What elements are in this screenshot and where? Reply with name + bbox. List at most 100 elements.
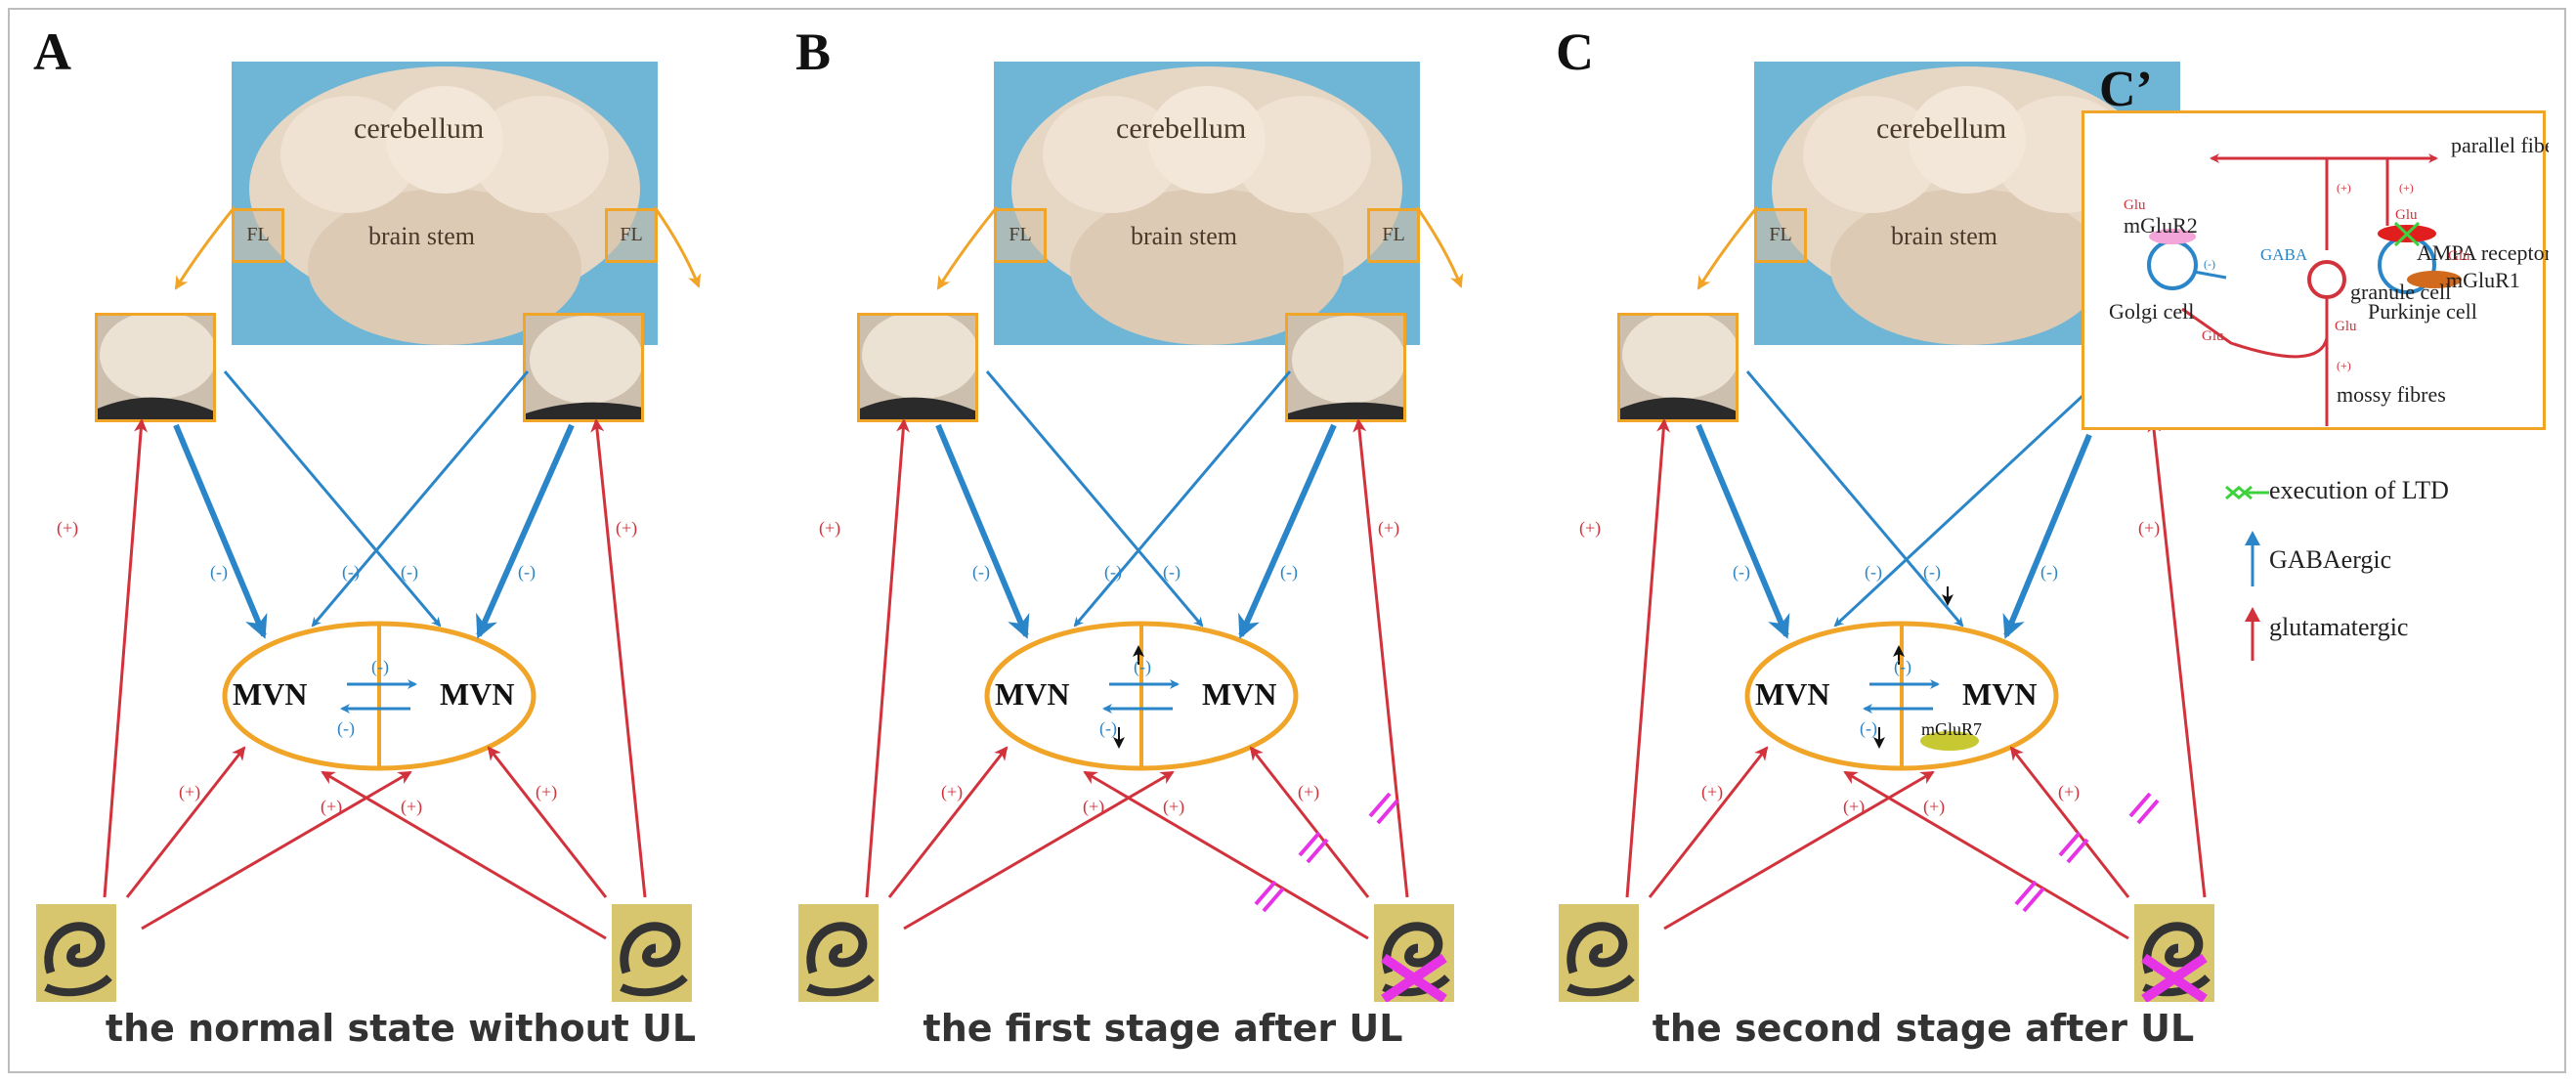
granule-cell-label: granule cell <box>2350 280 2451 304</box>
plus-label: (+) <box>616 518 638 538</box>
mglur7-receptor-icon <box>1920 731 1979 751</box>
ampa-receptor-label: AMPA receptor <box>2417 240 2549 265</box>
glu-label-golgi: Glu <box>2124 197 2146 213</box>
flocculus-left-photo <box>1617 313 1739 422</box>
floccular-arrow-cross-left <box>311 370 530 628</box>
glu-label-mglur1: Glu <box>2448 248 2470 264</box>
floccular-arrow-left-ipsi <box>173 423 268 639</box>
lesion-mark <box>1262 887 1285 913</box>
brain-stem-label: brain stem <box>1891 222 1998 250</box>
gabaergic-arrow-icon <box>2245 531 2260 586</box>
lesion-mark <box>1376 799 1399 825</box>
minus-label: (-) <box>1280 562 1298 582</box>
mvn-right-label: MVN <box>1202 676 1277 712</box>
flocculus-right-box: FL <box>1367 208 1420 263</box>
vestibular-to-flocculus-left <box>865 418 911 898</box>
plus-label: (+) <box>536 782 558 801</box>
minus-label: (-) <box>1163 562 1181 582</box>
plus-label: (+) <box>2058 782 2081 801</box>
mvn-ellipse <box>222 621 537 771</box>
projection-arrow-left <box>1696 206 1759 290</box>
lesion-mark <box>2136 799 2160 825</box>
projection-arrow-left <box>174 206 236 290</box>
vestibular-to-flocculus-right <box>590 418 647 898</box>
panel-b: B cerebellum brain stem FL FL the first … <box>762 0 1524 1083</box>
minus-label: (-) <box>518 562 536 582</box>
lesion-cross-icon <box>1381 953 1447 1002</box>
floccular-arrow-cross-right <box>223 370 442 628</box>
mvn-left-label: MVN <box>995 676 1070 712</box>
mvn-right-label: MVN <box>1962 676 2038 712</box>
plus-label: (+) <box>1163 797 1185 816</box>
plus-label: (+) <box>401 797 423 816</box>
flocculus-left-photo <box>95 313 216 422</box>
vestibular-to-mvn-right-ipsi <box>1249 746 1370 898</box>
minus-label: (-) <box>972 562 990 582</box>
plus-label: (+) <box>1923 797 1946 816</box>
mglur7-label: mGluR7 <box>1921 719 1983 739</box>
minus-label: (-) <box>210 562 228 582</box>
mvn-left-label: MVN <box>233 676 308 712</box>
vestibular-to-mvn-cross-left <box>1083 770 1369 940</box>
minus-label: (-) <box>1104 562 1122 582</box>
cprime-inset-box: GABA mGluR2 Golgi cell granule cell Purk… <box>2082 110 2562 430</box>
lesion-mark <box>1254 880 1277 906</box>
plus-label: (+) <box>1843 797 1866 816</box>
glu-label-granule: Glu <box>2335 319 2357 334</box>
brain-image <box>249 66 640 345</box>
vestibular-to-mvn-left-ipsi <box>125 746 246 898</box>
minus-label: (-) <box>1894 657 1911 676</box>
cerebellum-label: cerebellum <box>1116 112 1247 145</box>
ear-left-photo <box>798 904 879 1002</box>
panel-c: C cerebellum brain stem FL FL the second… <box>1523 0 2285 1083</box>
glu-label-mossy: Glu <box>2202 328 2224 344</box>
plus-label: (+) <box>941 782 964 801</box>
plus-label: (+) <box>2337 181 2351 195</box>
plus-label: (+) <box>1579 518 1602 538</box>
brain-photo: cerebellum brain stem FL FL <box>232 62 658 345</box>
plus-label: (+) <box>179 782 201 801</box>
lesion-mark <box>2128 792 2152 818</box>
mossy-fibres-label: mossy fibres <box>2337 382 2446 407</box>
minus-label: (-) <box>401 562 418 582</box>
ear-right-photo-lesioned <box>2134 904 2214 1002</box>
vestibular-to-mvn-right-ipsi <box>487 746 608 898</box>
mvn-left-label: MVN <box>1755 676 1830 712</box>
floccular-arrow-cross-left <box>1073 370 1292 628</box>
flocculus-right-photo <box>1285 313 1406 422</box>
floccular-arrow-cross-right <box>1745 370 1964 628</box>
mvn-ellipse <box>984 621 1299 771</box>
mglur1-label: mGluR1 <box>2446 268 2520 292</box>
mvn-ellipse <box>1744 621 2059 771</box>
lesion-mark <box>2014 880 2038 906</box>
floccular-arrow-cross-right <box>985 370 1204 628</box>
flocculus-left-box: FL <box>994 208 1047 263</box>
cerebellum-label: cerebellum <box>1876 112 2007 145</box>
panel-letter: C <box>1556 22 1594 81</box>
mglur2-label: mGluR2 <box>2124 213 2198 238</box>
legend-glutamatergic: glutamatergic <box>2269 613 2409 641</box>
vestibular-to-mvn-left-ipsi <box>887 746 1009 898</box>
plus-label: (+) <box>2399 181 2414 195</box>
ear-left-photo <box>1559 904 1639 1002</box>
brain-stem-label: brain stem <box>1131 222 1238 250</box>
lesion-mark <box>2058 831 2082 857</box>
panel-caption: the normal state without UL <box>105 1007 697 1050</box>
purkinje-cell-label: Purkinje cell <box>2368 299 2477 324</box>
legend-gabaergic: GABAergic <box>2269 545 2392 574</box>
vestibular-to-flocculus-left <box>1625 418 1671 898</box>
cerebellar-microcircuit: GABA mGluR2 Golgi cell granule cell Purk… <box>2109 133 2562 426</box>
minus-label: (-) <box>342 562 360 582</box>
plus-label: (+) <box>1298 782 1320 801</box>
ear-left-photo <box>36 904 116 1002</box>
panel-letter: B <box>795 22 832 81</box>
projection-arrow-right <box>653 206 702 288</box>
brain-stem-label: brain stem <box>368 222 476 250</box>
flocculus-right-photo <box>523 313 644 422</box>
vestibular-to-flocculus-left <box>103 418 149 898</box>
vestibular-to-mvn-cross-left <box>321 770 607 940</box>
vestibular-to-mvn-cross-left <box>1843 770 2129 940</box>
flocculus-left-box: FL <box>232 208 284 263</box>
panel-caption: the second stage after UL <box>1652 1007 2195 1050</box>
